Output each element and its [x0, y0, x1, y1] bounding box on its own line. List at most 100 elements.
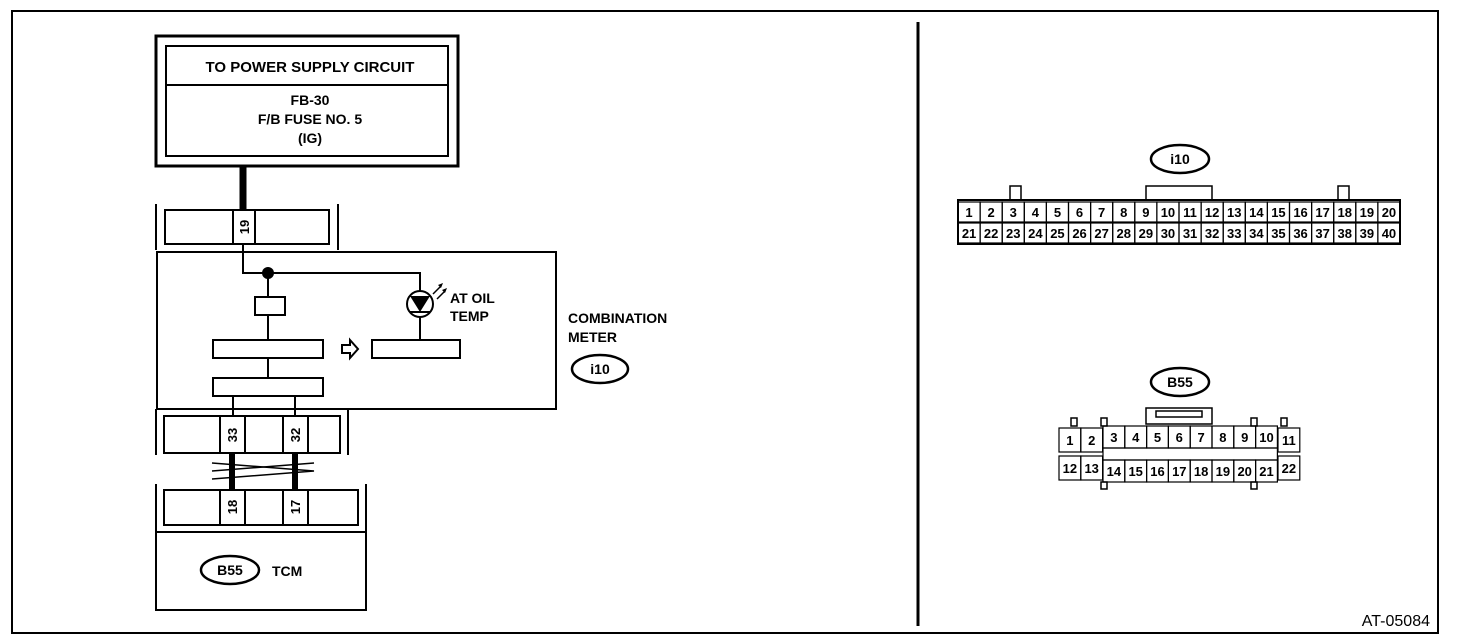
b55-pin-7-label: 7: [1197, 430, 1204, 445]
meter-pin-19: 19: [237, 220, 252, 234]
i10-pin-25-label: 25: [1050, 226, 1064, 241]
b55-pin-11-label: 11: [1282, 433, 1296, 448]
b55-pin-11: 11: [1277, 427, 1301, 453]
i10-pin-33-label: 33: [1227, 226, 1241, 241]
i10-pin-21: 21: [957, 222, 981, 244]
meter-bottom-connector: 33 32: [155, 409, 349, 455]
i10-pin-23-label: 23: [1006, 226, 1020, 241]
i10-pin-28-label: 28: [1117, 226, 1131, 241]
b55-pin-20: 20: [1233, 459, 1257, 483]
warning-lamp-icon: [406, 283, 447, 340]
i10-pin-32-label: 32: [1205, 226, 1219, 241]
i10-pin-24-label: 24: [1028, 226, 1043, 241]
i10-pin-19: 19: [1355, 201, 1379, 223]
i10-pin-31-label: 31: [1183, 226, 1197, 241]
i10-pin-15: 15: [1266, 201, 1291, 223]
i10-pin-11: 11: [1178, 201, 1202, 223]
b55-tag: [1149, 366, 1211, 398]
i10-pin-22-label: 22: [984, 226, 998, 241]
b55-pin-8-label: 8: [1219, 430, 1226, 445]
i10-pin-25: 25: [1045, 222, 1070, 244]
i10-pin-22: 22: [979, 222, 1003, 244]
i10-pin-10: 10: [1156, 201, 1180, 223]
b55-pin-4-label: 4: [1132, 430, 1140, 445]
i10-pin-3: 3: [1001, 201, 1025, 223]
tcm-pin-18: 18: [225, 500, 240, 514]
i10-pin-9-label: 9: [1142, 205, 1149, 220]
b55-pin-15: 15: [1124, 459, 1148, 483]
tcm-body: B55 TCM: [155, 531, 367, 611]
i10-pin-8-label: 8: [1120, 205, 1127, 220]
power-supply-box: TO POWER SUPPLY CIRCUIT FB-30 F/B FUSE N…: [154, 34, 460, 168]
b55-pin-6: 6: [1167, 425, 1191, 449]
i10-pin-31: 31: [1178, 222, 1202, 244]
b55-pin-4: 4: [1124, 425, 1148, 449]
i10-pin-36-label: 36: [1293, 226, 1307, 241]
b55-pin-10-label: 10: [1259, 430, 1273, 445]
i10-pin-3-label: 3: [1010, 205, 1017, 220]
i10-pin-8: 8: [1112, 201, 1136, 223]
i10-pin-14-label: 14: [1249, 205, 1264, 220]
i10-pin-2: 2: [979, 201, 1003, 223]
i10-pin-26-label: 26: [1072, 226, 1086, 241]
i10-pin-33: 33: [1222, 222, 1246, 244]
i10-pin-13-label: 13: [1227, 205, 1241, 220]
power-supply-line2: F/B FUSE NO. 5: [258, 111, 362, 127]
i10-pin-4-label: 4: [1032, 205, 1040, 220]
i10-pin-36: 36: [1288, 222, 1313, 244]
meter-pin-32: 32: [288, 428, 303, 442]
b55-pin-17-label: 17: [1172, 464, 1186, 479]
i10-pin-2-label: 2: [988, 205, 995, 220]
i10-pin-16: 16: [1288, 201, 1313, 223]
i10-pin-7-label: 7: [1098, 205, 1105, 220]
i10-pin-21-label: 21: [962, 226, 976, 241]
b55-pin-16: 16: [1145, 459, 1169, 483]
i10-pin-30: 30: [1156, 222, 1180, 244]
i10-pin-17: 17: [1310, 201, 1335, 223]
b55-center-divider: [1102, 447, 1278, 461]
i10-pin-28: 28: [1112, 222, 1136, 244]
i10-pin-39: 39: [1355, 222, 1379, 244]
tcm-connector-tag: [199, 554, 261, 586]
b55-pin-5-label: 5: [1154, 430, 1161, 445]
b55-pin-21-label: 21: [1259, 464, 1273, 479]
b55-pin-2-label: 2: [1088, 433, 1095, 448]
lamp-label-line2: TEMP: [450, 308, 489, 324]
i10-pin-34: 34: [1244, 222, 1269, 244]
i10-pin-12: 12: [1200, 201, 1224, 223]
meter-circuit-block-2: [212, 377, 324, 397]
i10-pin-12-label: 12: [1205, 205, 1219, 220]
i10-pin-18: 18: [1333, 201, 1357, 223]
b55-pin-5: 5: [1145, 425, 1169, 449]
combination-meter-body: AT OIL TEMP: [156, 244, 557, 416]
i10-pin-18-label: 18: [1338, 205, 1352, 220]
b55-pin-21: 21: [1254, 459, 1278, 483]
b55-pin-22: 22: [1277, 455, 1301, 481]
i10-pin-15-label: 15: [1271, 205, 1285, 220]
b55-pin-15-label: 15: [1128, 464, 1142, 479]
b55-pin-14: 14: [1102, 459, 1126, 483]
i10-pin-5: 5: [1045, 201, 1070, 223]
combination-meter-label-1: COMBINATION: [568, 310, 667, 326]
i10-tag-text: i10: [1170, 151, 1190, 167]
arrow-icon: [341, 337, 360, 361]
i10-tag: [1149, 143, 1211, 175]
i10-pin-14: 14: [1244, 201, 1269, 223]
b55-pin-19: 19: [1211, 459, 1235, 483]
i10-pin-20: 20: [1377, 201, 1401, 223]
b55-pin-18: 18: [1189, 459, 1213, 483]
i10-pin-7: 7: [1089, 201, 1114, 223]
i10-pin-11-label: 11: [1183, 205, 1197, 220]
b55-pin-9: 9: [1233, 425, 1257, 449]
b55-pin-16-label: 16: [1150, 464, 1164, 479]
lamp-label-line1: AT OIL: [450, 290, 495, 306]
i10-pin-29: 29: [1134, 222, 1158, 244]
power-supply-line3: (IG): [298, 130, 322, 146]
i10-pin-23: 23: [1001, 222, 1025, 244]
meter-circuit-block-3: [371, 339, 461, 359]
i10-pin-34-label: 34: [1249, 226, 1264, 241]
b55-pin-10: 10: [1254, 425, 1278, 449]
i10-pin-19-label: 19: [1360, 205, 1374, 220]
b55-pin-18-label: 18: [1194, 464, 1208, 479]
